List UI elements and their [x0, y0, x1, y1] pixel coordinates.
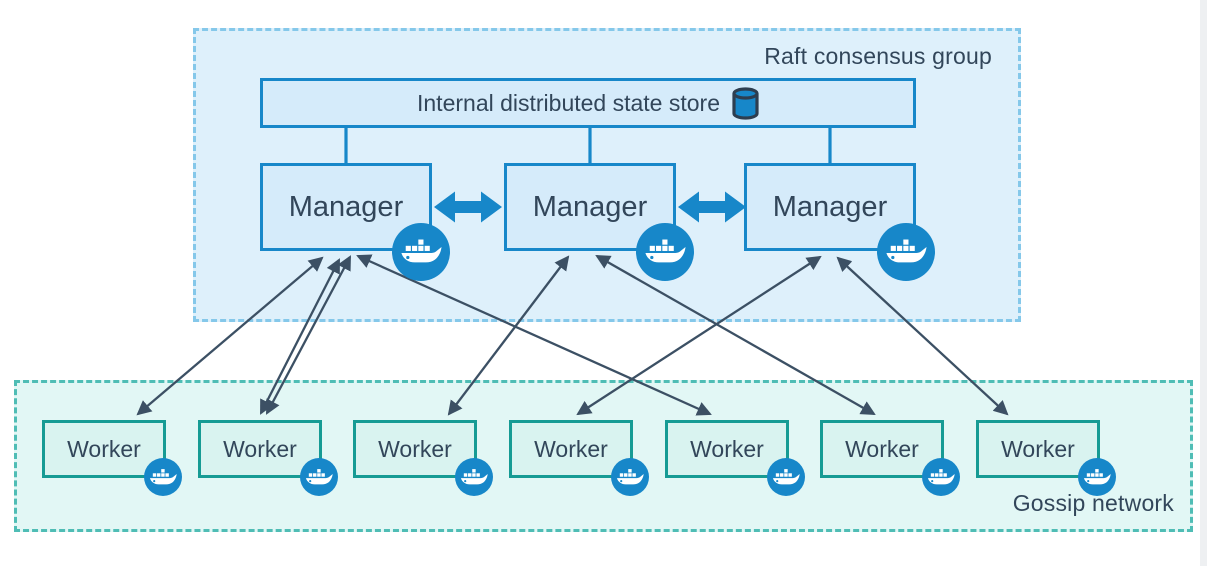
worker-label: Worker: [67, 435, 141, 462]
worker-node-7: Worker: [976, 420, 1100, 478]
worker-node-6: Worker: [820, 420, 944, 478]
manager-node-1: Manager: [260, 163, 432, 251]
worker-label: Worker: [845, 435, 919, 462]
worker-node-5: Worker: [665, 420, 789, 478]
manager-label: Manager: [772, 190, 888, 223]
database-cylinder-icon: [732, 86, 759, 120]
worker-label: Worker: [223, 435, 297, 462]
worker-label: Worker: [534, 435, 608, 462]
raft-group-label: Raft consensus group: [764, 43, 992, 69]
gossip-network-label: Gossip network: [1012, 490, 1174, 516]
worker-label: Worker: [1001, 435, 1075, 462]
state-store-label: Internal distributed state store: [417, 89, 720, 116]
screen-edge-strip: [1200, 0, 1207, 566]
manager-label: Manager: [532, 190, 648, 223]
worker-node-1: Worker: [42, 420, 166, 478]
manager-node-3: Manager: [744, 163, 916, 251]
worker-label: Worker: [378, 435, 452, 462]
worker-node-3: Worker: [353, 420, 477, 478]
worker-label: Worker: [690, 435, 764, 462]
manager-label: Manager: [288, 190, 404, 223]
worker-node-2: Worker: [198, 420, 322, 478]
worker-node-4: Worker: [509, 420, 633, 478]
state-store-bar: Internal distributed state store: [260, 78, 916, 128]
manager-node-2: Manager: [504, 163, 676, 251]
